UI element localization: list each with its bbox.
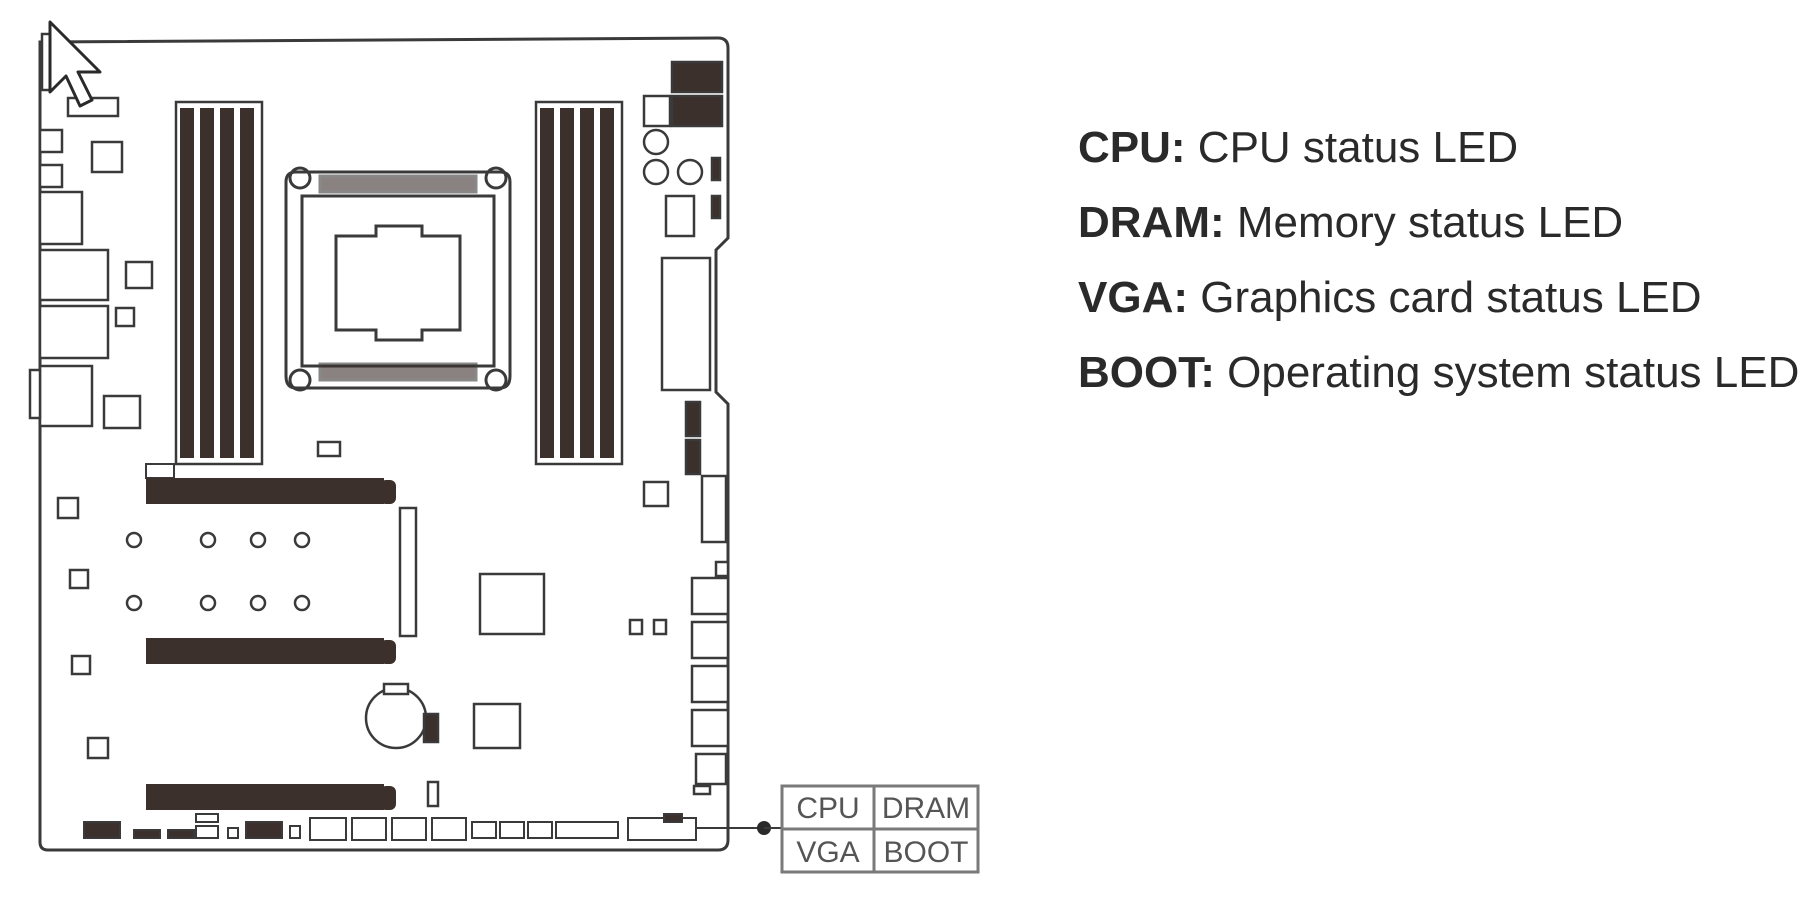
led-label-vga: VGA [796, 836, 859, 869]
legend-item-boot: BOOT: Operating system status LED [1078, 335, 1799, 410]
dimm-bank-left [174, 100, 264, 466]
legend-term: DRAM: [1078, 198, 1225, 247]
legend-term: BOOT: [1078, 348, 1215, 397]
legend-desc: Graphics card status LED [1200, 273, 1702, 322]
legend-desc: Operating system status LED [1227, 348, 1800, 397]
dimm-bank-right [534, 100, 624, 466]
chipset-area [56, 440, 546, 760]
right-side-headers [628, 400, 730, 796]
led-status-panel: CPU DRAM VGA BOOT [780, 784, 980, 874]
led-label-dram: DRAM [882, 792, 970, 825]
cpu-power-connectors [642, 60, 724, 392]
rear-io-panel [28, 32, 154, 430]
led-legend: CPU: CPU status LED DRAM: Memory status … [1078, 110, 1799, 410]
legend-desc: Memory status LED [1236, 198, 1624, 247]
led-label-boot: BOOT [883, 836, 968, 869]
cmos-battery [364, 682, 440, 808]
cpu-socket [284, 166, 512, 392]
mounting-holes [125, 531, 311, 612]
legend-item-vga: VGA: Graphics card status LED [1078, 260, 1778, 335]
pcie-slots [145, 463, 396, 810]
mouse-cursor-icon [48, 20, 102, 108]
led-label-cpu: CPU [796, 792, 859, 825]
bottom-headers [83, 813, 697, 841]
legend-term: CPU: [1078, 123, 1186, 172]
legend-item-dram: DRAM: Memory status LED [1078, 185, 1778, 260]
legend-desc: CPU status LED [1197, 123, 1519, 172]
legend-item-cpu: CPU: CPU status LED [1078, 110, 1778, 185]
led-callout-line [696, 821, 782, 835]
legend-term: VGA: [1078, 273, 1188, 322]
